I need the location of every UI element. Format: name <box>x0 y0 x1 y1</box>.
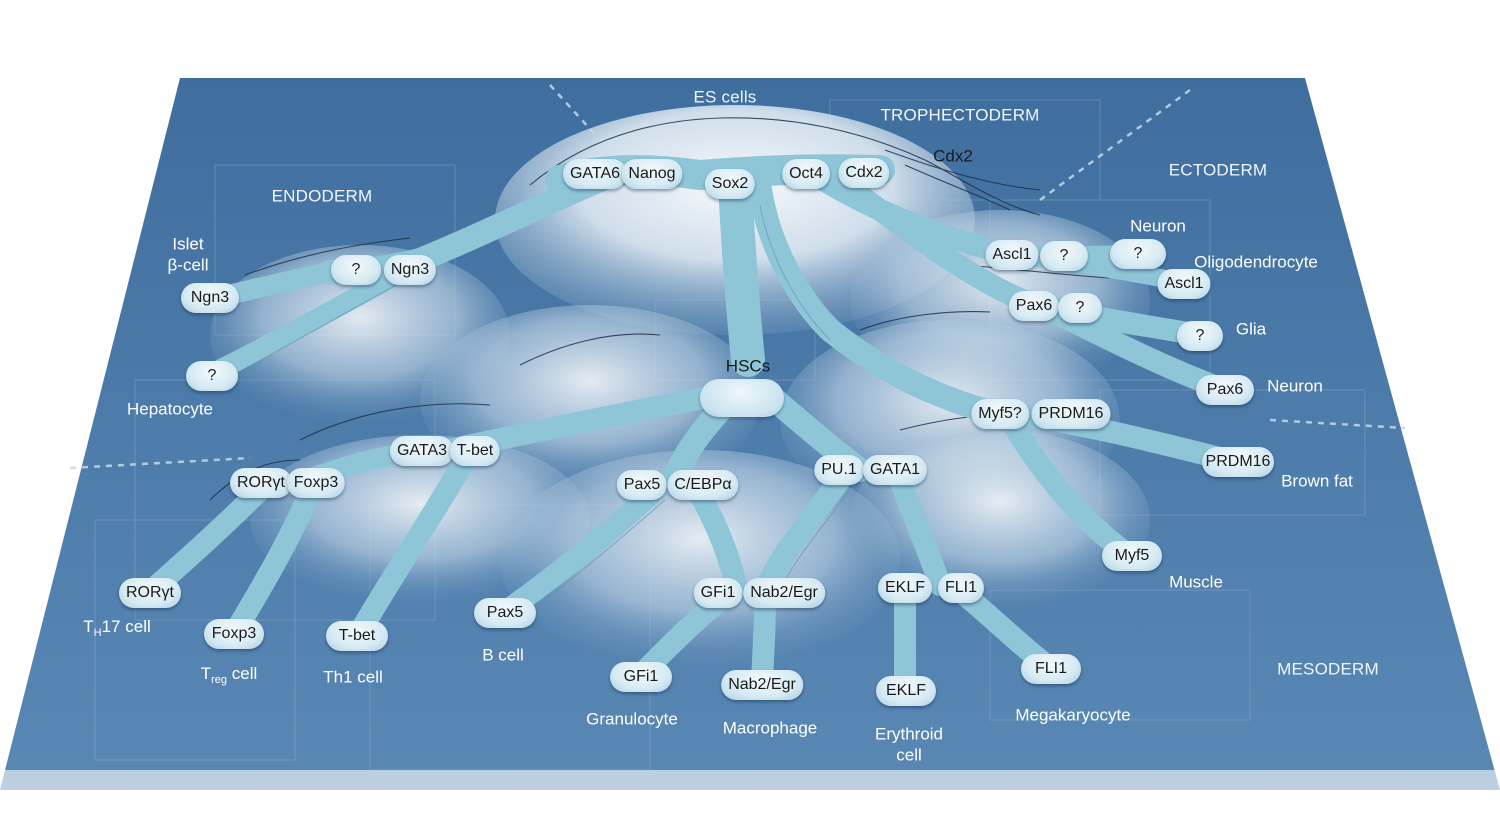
node-eklf-a: EKLF <box>877 573 933 603</box>
label-erythroid-line2: cell <box>896 745 922 765</box>
node-gata6: GATA6 <box>562 159 628 189</box>
node-q-hepatocyte: ? <box>186 361 238 391</box>
label-macrophage: Macrophage <box>722 718 818 738</box>
node-prdm16-a: PRDM16 <box>1031 399 1111 429</box>
node-ascl1-b: Ascl1 <box>1157 269 1211 299</box>
node-pax5-a: Pax5 <box>616 470 668 500</box>
region-trophectoderm: TROPHECTODERM <box>880 105 1040 125</box>
node-gfi1-b: GFi1 <box>610 662 672 692</box>
node-cebpa: C/EBPα <box>667 470 739 500</box>
region-separators <box>69 84 1406 470</box>
node-eklf-b: EKLF <box>876 676 936 706</box>
label-hepatocyte: Hepatocyte <box>127 399 213 419</box>
node-q-ecto-b: ? <box>1110 239 1166 269</box>
node-prdm16-b: PRDM16 <box>1202 447 1274 477</box>
node-q-ecto-a: ? <box>1040 241 1088 271</box>
label-b-cell: B cell <box>482 645 524 665</box>
hsc-blob <box>700 379 784 417</box>
region-endoderm: ENDODERM <box>271 186 373 206</box>
node-myf5-q: Myf5? <box>971 399 1029 429</box>
node-q-endoderm: ? <box>331 255 381 285</box>
node-ascl1-a: Ascl1 <box>985 240 1039 270</box>
label-neuron-mid: Neuron <box>1267 376 1323 396</box>
node-ngn3-b: Ngn3 <box>181 283 239 313</box>
node-gata1: GATA1 <box>862 455 928 485</box>
label-muscle: Muscle <box>1169 572 1223 592</box>
node-pu1: PU.1 <box>814 455 864 485</box>
node-ngn3-a: Ngn3 <box>383 255 437 285</box>
label-cdx2-b: Cdx2 <box>933 146 973 166</box>
label-th17-cell: TH17 cell <box>83 617 151 639</box>
node-myf5: Myf5 <box>1102 541 1162 571</box>
label-glia: Glia <box>1235 319 1267 339</box>
node-gata3: GATA3 <box>389 436 455 466</box>
label-islet-line1: Islet <box>172 234 204 254</box>
label-neuron-top: Neuron <box>1130 216 1186 236</box>
label-erythroid-line1: Erythroid <box>874 724 944 744</box>
region-es-cells: ES cells <box>693 87 757 107</box>
node-gfi1-a: GFi1 <box>693 578 743 608</box>
label-treg-cell: Treg cell <box>200 664 258 686</box>
node-cdx2-a: Cdx2 <box>838 158 890 188</box>
node-q-ecto-c: ? <box>1058 293 1102 323</box>
node-pax6-b: Pax6 <box>1196 375 1254 405</box>
label-brown-fat: Brown fat <box>1281 471 1353 491</box>
node-q-glia: ? <box>1177 321 1223 351</box>
node-foxp3-a: Foxp3 <box>286 468 346 498</box>
node-nab2-b: Nab2/Egr <box>721 670 803 700</box>
node-tbet-a: T-bet <box>449 436 501 466</box>
node-rorgt-a: RORγt <box>230 468 292 498</box>
label-hscs: HSCs <box>725 356 771 376</box>
node-foxp3-b: Foxp3 <box>204 619 264 649</box>
label-oligodendrocyte: Oligodendrocyte <box>1194 252 1318 272</box>
node-fli1-a: FLI1 <box>937 573 985 603</box>
node-sox2: Sox2 <box>704 169 756 199</box>
region-mesoderm: MESODERM <box>1277 659 1379 679</box>
node-pax5-b: Pax5 <box>474 598 536 628</box>
node-nab2-a: Nab2/Egr <box>743 578 825 608</box>
label-th1-cell: Th1 cell <box>323 667 383 687</box>
label-islet-line2: β-cell <box>167 255 209 275</box>
region-ectoderm: ECTODERM <box>1168 160 1268 180</box>
node-pax6-a: Pax6 <box>1008 291 1060 321</box>
label-granulocyte: Granulocyte <box>586 709 678 729</box>
node-oct4: Oct4 <box>782 159 830 189</box>
node-fli1-b: FLI1 <box>1021 654 1081 684</box>
node-rorgt-b: RORγt <box>119 578 181 608</box>
node-tbet-b: T-bet <box>326 621 388 651</box>
node-nanog: Nanog <box>621 159 683 189</box>
label-megakaryocyte: Megakaryocyte <box>1015 705 1131 725</box>
